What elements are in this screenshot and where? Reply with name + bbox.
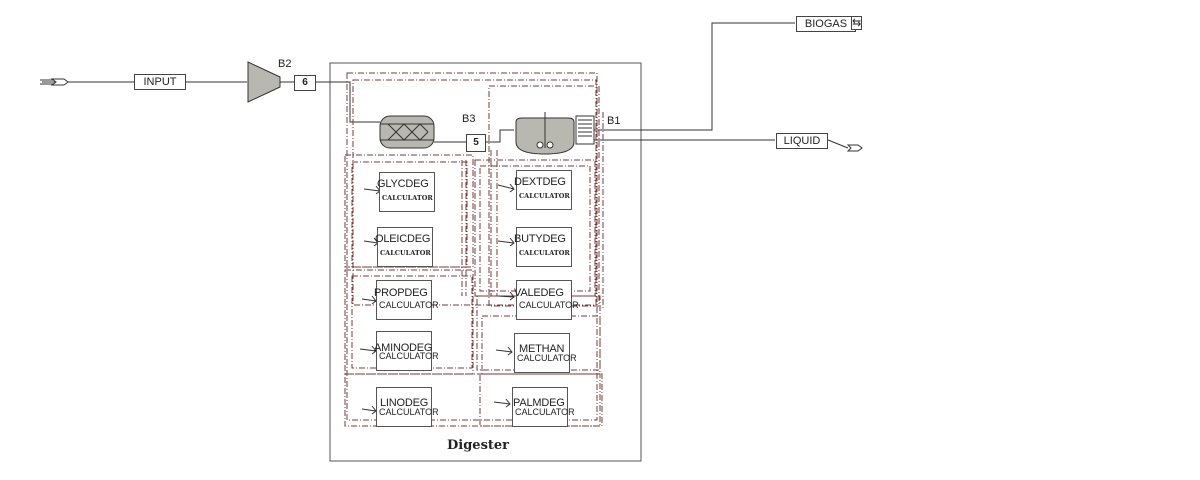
biogas-arrow-icon: ⇆ [851, 16, 863, 30]
calculator-name: PALMDEG [513, 397, 565, 409]
biogas-stream-line [594, 22, 795, 131]
calculator-sub: CALCULATOR [515, 407, 575, 417]
calculator-butydeg[interactable]: BUTYDEG CALCULATOR [514, 227, 572, 267]
calculator-sub: CALCULATOR [379, 407, 439, 417]
biogas-stream-label[interactable]: BIOGAS [796, 16, 856, 32]
packed-reactor-icon [379, 115, 435, 149]
calculator-sub: CALCULATOR [519, 249, 570, 257]
block-b1-tag: B1 [607, 115, 621, 127]
calculator-sub: CALCULATOR [519, 300, 579, 310]
digester-boundary [329, 62, 642, 462]
calculator-aminodeg[interactable]: AMINODEG CALCULATOR [374, 331, 439, 371]
digester-title: Digester [447, 438, 510, 453]
input-arrow-icon [50, 78, 69, 86]
liquid-arrow-icon [846, 144, 863, 152]
calculator-sub: CALCULATOR [379, 351, 439, 361]
calculator-name: LINODEG [380, 397, 429, 409]
calculator-dextdeg[interactable]: DEXTDEG CALCULATOR [514, 170, 572, 210]
calculator-name: METHAN [519, 343, 565, 355]
calculator-name: OLEICDEG [375, 233, 431, 245]
mixer-b3-box[interactable]: 5 [466, 134, 486, 152]
calculator-glycdeg[interactable]: GLYCDEG CALCULATOR [377, 172, 435, 212]
calculator-name: BUTYDEG [514, 233, 566, 245]
calculator-sub: CALCULATOR [519, 192, 570, 200]
b2-mixer-icon [247, 61, 281, 103]
feed-line [314, 81, 380, 123]
calculator-name: GLYCDEG [377, 178, 429, 190]
calculator-sub: CALCULATOR [517, 353, 577, 363]
block-b3-tag: B3 [462, 113, 476, 125]
liquid-stream-label[interactable]: LIQUID [776, 133, 828, 149]
calculator-methan[interactable]: METHAN CALCULATOR [514, 333, 577, 373]
calculator-sub: CALCULATOR [382, 194, 433, 202]
input-stream-label[interactable]: INPUT [134, 74, 186, 90]
calculator-name: VALEDEG [514, 287, 564, 299]
calculator-oleicdeg[interactable]: OLEICDEG CALCULATOR [375, 227, 433, 267]
calculator-propdeg[interactable]: PROPDEG CALCULATOR [374, 280, 439, 320]
block-b2-tag: B2 [278, 58, 292, 70]
calculator-linodeg[interactable]: LINODEG CALCULATOR [376, 387, 439, 427]
calculator-sub: CALCULATOR [379, 300, 439, 310]
calculator-name: PROPDEG [374, 287, 428, 299]
calculator-name: DEXTDEG [514, 176, 566, 188]
mixer-b2-box[interactable]: 6 [294, 75, 316, 91]
calculator-name: AMINODEG [374, 342, 433, 354]
calculator-sub: CALCULATOR [380, 249, 431, 257]
calculator-valedeg[interactable]: VALEDEG CALCULATOR [514, 280, 579, 320]
calculator-palmdeg[interactable]: PALMDEG CALCULATOR [512, 387, 575, 427]
